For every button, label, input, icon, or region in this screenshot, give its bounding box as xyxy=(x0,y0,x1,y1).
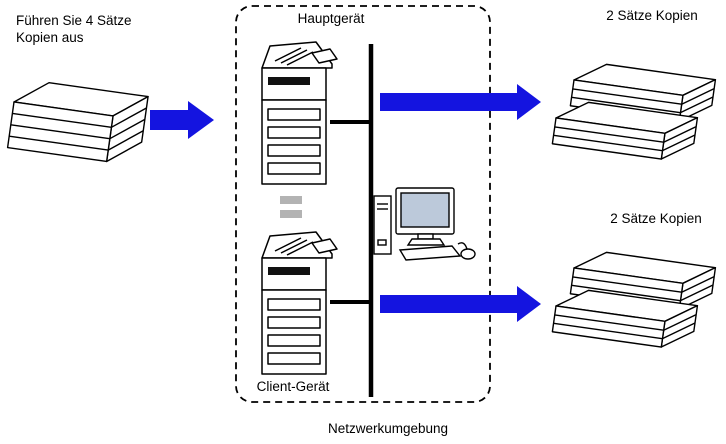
source-paper-stack xyxy=(6,77,149,167)
continuation-dash-2 xyxy=(280,210,302,218)
output-bottom-label: 2 Sätze Kopien xyxy=(610,211,702,226)
output-stack-bottom xyxy=(552,248,715,351)
network-environment-box xyxy=(235,5,491,403)
client-unit-label: Client-Gerät xyxy=(257,379,330,394)
arrow-output-top xyxy=(380,84,541,120)
computer-mouse xyxy=(460,248,476,260)
output-top-label: 2 Sätze Kopien xyxy=(606,8,698,23)
network-environment-caption: Netzwerkumgebung xyxy=(328,421,448,436)
arrow-input xyxy=(150,101,214,139)
monitor-screen xyxy=(400,192,450,228)
computer-keyboard xyxy=(398,245,462,261)
main-unit-label: Hauptgerät xyxy=(298,11,365,26)
computer xyxy=(373,187,476,261)
source-label-line2: Kopien aus xyxy=(16,30,84,45)
arrow-output-bottom xyxy=(380,286,541,322)
client-unit-copier xyxy=(261,231,338,375)
main-unit-copier xyxy=(261,41,338,185)
continuation-dash-1 xyxy=(280,196,302,204)
source-label-line1: Führen Sie 4 Sätze xyxy=(16,13,132,28)
output-stack-top xyxy=(552,60,715,163)
